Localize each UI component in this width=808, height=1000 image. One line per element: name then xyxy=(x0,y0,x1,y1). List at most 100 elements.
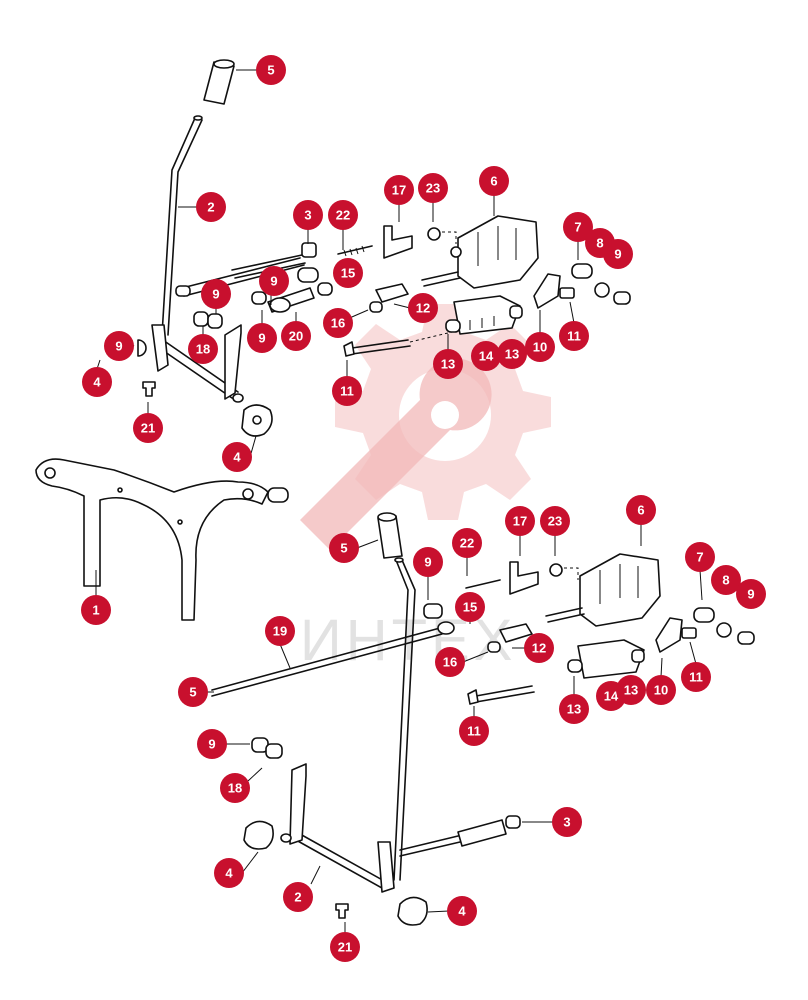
callout-badge: 18 xyxy=(220,773,250,803)
rod-eye-a xyxy=(175,285,191,297)
callout-badge: 6 xyxy=(479,166,509,196)
callout-circle xyxy=(178,677,208,707)
callout-circle xyxy=(133,413,163,443)
callout-badge: 4 xyxy=(222,442,252,472)
selector-fork xyxy=(35,458,269,621)
link-20-eye xyxy=(269,297,291,313)
leader-line xyxy=(427,910,450,913)
block-15 xyxy=(375,283,409,303)
callout-circle xyxy=(196,192,226,222)
callout-number: 6 xyxy=(490,174,497,189)
bush-13b xyxy=(509,305,523,319)
yoke-3 xyxy=(301,242,317,258)
callout-number: 2 xyxy=(294,890,301,905)
callout-number: 1 xyxy=(92,603,99,618)
callout-number: 9 xyxy=(212,287,219,302)
fork-bush xyxy=(267,487,289,503)
callout-badge: 10 xyxy=(646,675,676,705)
lever-grip-end xyxy=(213,59,235,69)
lever-grip xyxy=(203,61,235,105)
callout-number: 13 xyxy=(505,347,519,362)
valve-spool-lower xyxy=(545,607,585,623)
shift-lever xyxy=(161,117,203,336)
callout-number: 14 xyxy=(479,349,494,364)
callout-number: 11 xyxy=(467,724,481,739)
callout-circle xyxy=(418,173,448,203)
callout-number: 8 xyxy=(722,573,729,588)
stud-22-thread xyxy=(343,245,365,257)
callout-circle xyxy=(197,729,227,759)
callout-badge: 15 xyxy=(455,592,485,622)
callout-circle xyxy=(736,579,766,609)
leader-line xyxy=(356,539,379,549)
shift-lever-lower-tip xyxy=(394,557,404,563)
callout-badge: 12 xyxy=(408,293,438,323)
leader-line xyxy=(689,641,697,665)
callout-badge: 13 xyxy=(433,349,463,379)
callout-badge: 23 xyxy=(418,173,448,203)
callout-badge: 1 xyxy=(81,595,111,625)
callout-circle xyxy=(525,332,555,362)
rod-11-lower xyxy=(475,685,535,703)
lever-10 xyxy=(533,273,561,309)
stud-22 xyxy=(337,245,373,255)
nut-23 xyxy=(427,227,441,241)
callout-number: 20 xyxy=(289,329,303,344)
callout-number: 5 xyxy=(267,63,274,78)
callout-badge: 3 xyxy=(293,200,323,230)
callout-circle xyxy=(559,321,589,351)
stud-11-upper xyxy=(559,287,575,299)
bush-18-left xyxy=(265,743,283,759)
cover-plate-hole xyxy=(252,415,262,425)
callout-circle xyxy=(82,367,112,397)
clip-8-lower xyxy=(716,622,732,638)
rod-11-head xyxy=(343,341,355,357)
callout-circle xyxy=(479,166,509,196)
spring-rod-3 xyxy=(399,835,461,857)
callout-circle xyxy=(333,258,363,288)
callout-circle xyxy=(222,442,252,472)
callout-circle xyxy=(408,293,438,323)
callout-number: 5 xyxy=(189,685,196,700)
callout-number: 5 xyxy=(340,541,347,556)
callout-circle xyxy=(685,542,715,572)
callout-circle xyxy=(104,331,134,361)
shaft-lower-end xyxy=(280,833,292,843)
callout-badge: 12 xyxy=(524,633,554,663)
valve-body-lower-detail xyxy=(599,564,639,604)
callout-number: 9 xyxy=(424,555,431,570)
fork-eye-left xyxy=(44,467,56,479)
callout-circle xyxy=(214,858,244,888)
callout-badge: 9 xyxy=(259,266,289,296)
callout-number: 17 xyxy=(392,183,406,198)
bush-18b xyxy=(207,313,223,329)
callout-circle xyxy=(201,279,231,309)
leader-line xyxy=(393,303,411,309)
callout-circle xyxy=(330,932,360,962)
callout-number: 13 xyxy=(441,357,455,372)
callout-circle xyxy=(505,506,535,536)
bracket-17-lower xyxy=(509,561,539,595)
callout-circle xyxy=(281,321,311,351)
callout-badge: 7 xyxy=(685,542,715,572)
callout-badge: 9 xyxy=(247,323,277,353)
valve-body-detail xyxy=(477,226,517,266)
callout-circle xyxy=(524,633,554,663)
callout-circle xyxy=(220,773,250,803)
callout-badge: 13 xyxy=(559,694,589,724)
valve-spool xyxy=(421,271,461,287)
callout-badge: 13 xyxy=(497,339,527,369)
callout-circle xyxy=(265,616,295,646)
callout-badge: 9 xyxy=(736,579,766,609)
rod-19-eye xyxy=(437,621,455,635)
callout-number: 13 xyxy=(624,683,638,698)
spacer-16-lower xyxy=(487,641,501,653)
bracket-dash xyxy=(442,231,457,244)
lever-plate-left xyxy=(151,324,169,372)
pin-7-lower xyxy=(693,607,715,623)
callout-circle xyxy=(626,495,656,525)
valve-port xyxy=(450,246,462,258)
cover-plate-lower-a xyxy=(243,820,274,850)
upper-assembly xyxy=(137,59,631,437)
lever-plate-right xyxy=(224,324,242,400)
